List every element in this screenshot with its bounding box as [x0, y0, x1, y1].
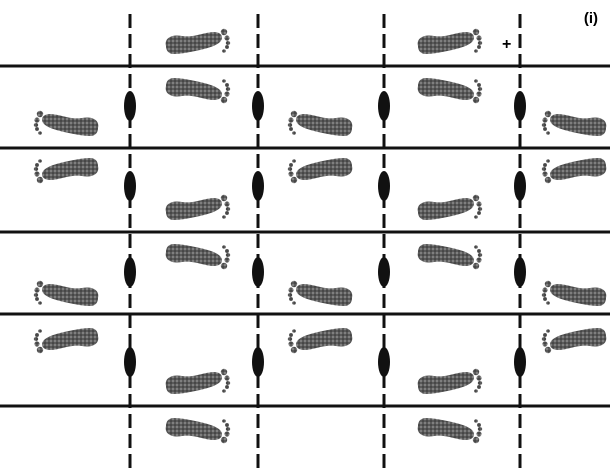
footprint-icon: [418, 195, 483, 220]
footprint-icon: [166, 195, 231, 220]
glide-symbol: [378, 171, 390, 201]
footprint-icon: [288, 328, 353, 353]
glide-symbol: [514, 257, 526, 287]
glide-symbol: [252, 347, 264, 377]
glide-symbol: [514, 91, 526, 121]
grid-lines: [0, 14, 610, 468]
glide-symbol: [124, 171, 136, 201]
footprint-icon: [418, 369, 483, 394]
glide-symbol: [252, 91, 264, 121]
glide-symbol: [514, 347, 526, 377]
panel-label: (i): [584, 10, 598, 27]
glide-symbol: [252, 171, 264, 201]
footprint-icon: [542, 281, 607, 306]
footprint-icon: [34, 111, 99, 136]
footprint-icon: [542, 328, 607, 353]
footprint-icon: [166, 244, 231, 269]
footprint-icon: [34, 328, 99, 353]
footprint-icon: [166, 29, 231, 54]
glide-symbol: [252, 257, 264, 287]
footprint-icon: [34, 281, 99, 306]
glide-symbol: [378, 91, 390, 121]
footprint-icon: [166, 78, 231, 103]
glide-symbol: [124, 347, 136, 377]
footprint-icon: [418, 418, 483, 443]
glide-symbol: [378, 347, 390, 377]
footprint-icon: [288, 281, 353, 306]
footprint-icon: [418, 78, 483, 103]
footprint-icon: [166, 418, 231, 443]
footprint-icon: [166, 369, 231, 394]
glide-symbol: [124, 91, 136, 121]
footprint-icon: [34, 158, 99, 183]
footprint-icon: [418, 29, 483, 54]
glide-symbol: [514, 171, 526, 201]
footprint-icon: [418, 244, 483, 269]
footprint-icon: [288, 158, 353, 183]
glide-symbol: [124, 257, 136, 287]
footprint-icon: [542, 111, 607, 136]
footprint-icon: [542, 158, 607, 183]
center-marker: +: [502, 36, 511, 54]
footprint-icon: [288, 111, 353, 136]
glide-symbol: [378, 257, 390, 287]
